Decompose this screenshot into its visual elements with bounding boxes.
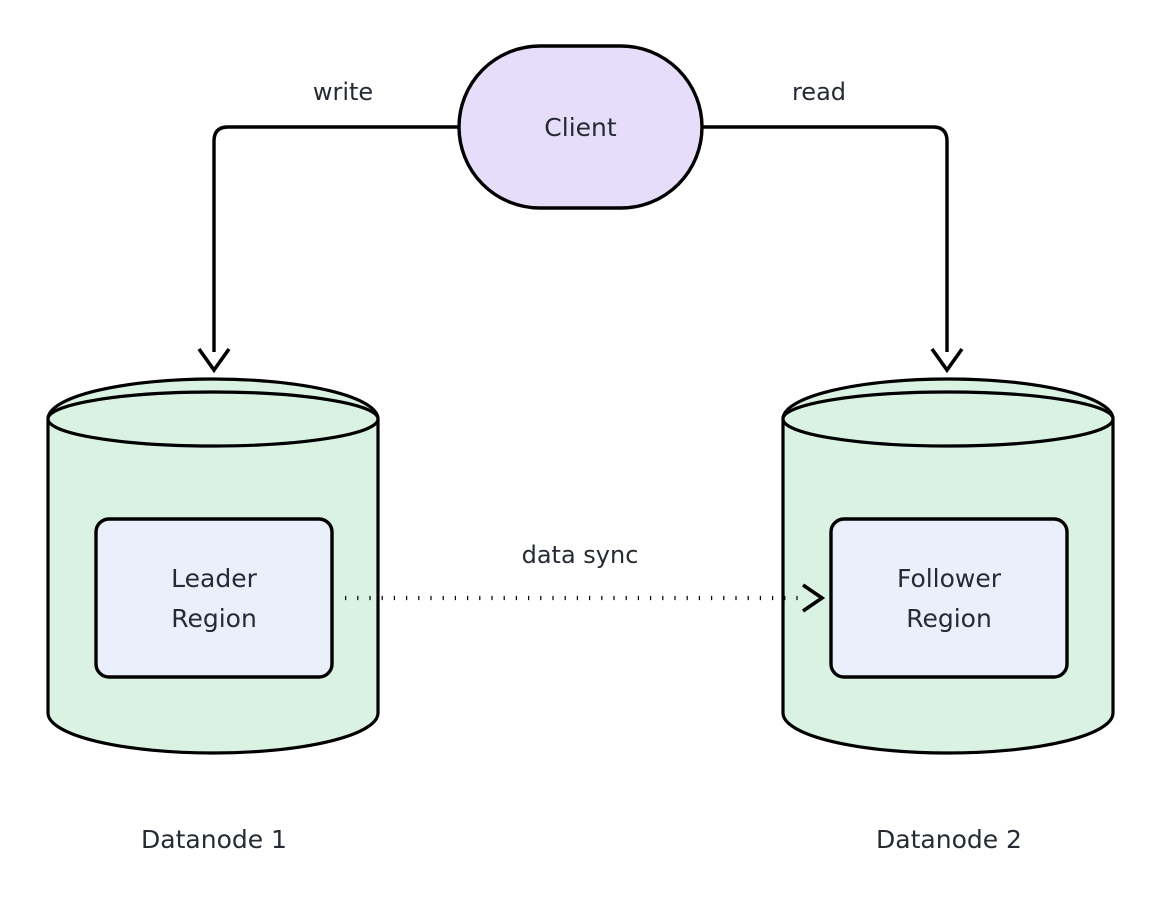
edge-write[interactable]: write bbox=[197, 78, 459, 374]
datanode-1-cylinder-top bbox=[46, 390, 380, 448]
datanode-2-caption: Datanode 2 bbox=[876, 825, 1022, 854]
read-edge-line bbox=[702, 125, 949, 352]
write-edge-label: write bbox=[313, 78, 373, 106]
read-arrowhead-icon bbox=[930, 347, 964, 374]
edge-data-sync[interactable]: data sync bbox=[345, 541, 826, 613]
node-datanode-1[interactable]: Leader Region Datanode 1 bbox=[46, 377, 380, 854]
datanode-2-cylinder-top bbox=[781, 390, 1115, 448]
follower-region-label-line2: Region bbox=[906, 604, 992, 633]
follower-region-box[interactable]: Follower Region bbox=[829, 517, 1069, 679]
leader-region-shape bbox=[94, 517, 334, 679]
node-client[interactable]: Client bbox=[457, 44, 704, 210]
read-edge-label: read bbox=[792, 78, 846, 106]
datanode-1-caption: Datanode 1 bbox=[141, 825, 287, 854]
leader-region-box[interactable]: Leader Region bbox=[94, 517, 334, 679]
write-arrowhead-icon bbox=[197, 347, 231, 374]
edge-read[interactable]: read bbox=[702, 78, 964, 374]
data-sync-arrowhead-icon bbox=[801, 583, 826, 613]
client-label: Client bbox=[544, 113, 617, 142]
follower-region-label-line1: Follower bbox=[897, 564, 1002, 593]
follower-region-shape bbox=[829, 517, 1069, 679]
leader-region-label-line1: Leader bbox=[171, 564, 257, 593]
node-datanode-2[interactable]: Follower Region Datanode 2 bbox=[781, 377, 1115, 854]
data-sync-edge-label: data sync bbox=[522, 541, 639, 569]
write-edge-line bbox=[212, 125, 459, 352]
leader-region-label-line2: Region bbox=[171, 604, 257, 633]
